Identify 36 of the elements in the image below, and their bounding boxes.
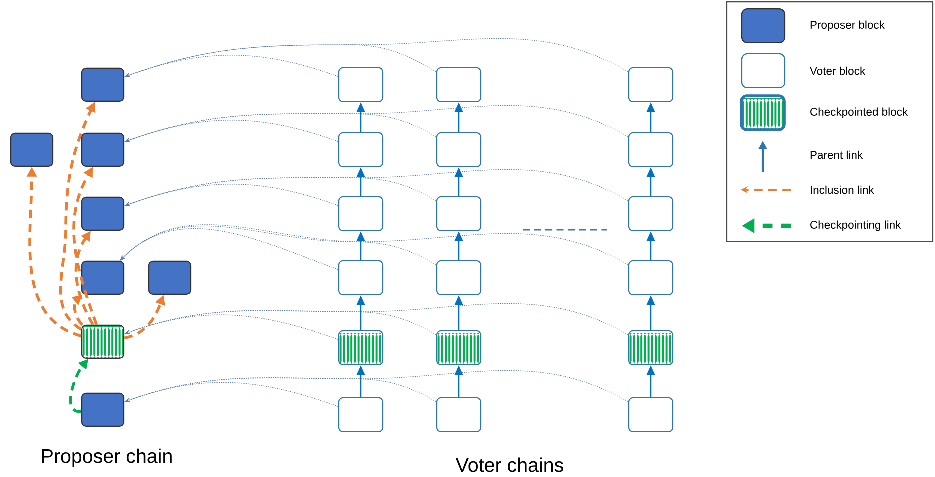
voter-block <box>436 132 482 168</box>
legend-text: Parent link <box>810 150 864 160</box>
legend-text: Voter block <box>810 66 866 76</box>
voter-block <box>436 196 482 232</box>
vote-link <box>120 224 629 266</box>
voter-block <box>338 397 384 433</box>
voter-block <box>628 132 674 168</box>
voter-block <box>628 260 674 296</box>
voter-block <box>338 132 384 168</box>
chain-label: Proposer chain <box>42 448 172 468</box>
proposer-block <box>81 132 125 168</box>
voter-block <box>338 196 384 232</box>
checkpointed-block <box>338 330 384 366</box>
voter-block <box>436 397 482 433</box>
proposer-block <box>148 260 192 296</box>
proposer-block <box>10 132 54 168</box>
voter-block <box>436 67 482 103</box>
legend-text: Proposer block <box>810 20 885 32</box>
legend-text: Inclusion link <box>811 186 874 194</box>
voter-block <box>338 260 384 296</box>
proposer-block <box>81 196 125 232</box>
voter-block <box>628 397 674 433</box>
checkpointed-block <box>81 324 125 360</box>
proposer-block <box>81 260 125 296</box>
voter-block <box>628 196 674 232</box>
chain-label: Voter chains <box>456 458 564 472</box>
vote-link <box>120 226 437 266</box>
legend-text: Checkpointing link <box>810 220 902 232</box>
voter-block <box>628 67 674 103</box>
checkpointed-block <box>436 330 482 366</box>
legend-text: Checkpointed block <box>810 108 908 118</box>
checkpointed-block <box>628 330 674 366</box>
proposer-block <box>81 68 125 102</box>
voter-block <box>436 260 482 296</box>
proposer-block <box>81 392 125 428</box>
voter-block <box>338 67 384 103</box>
